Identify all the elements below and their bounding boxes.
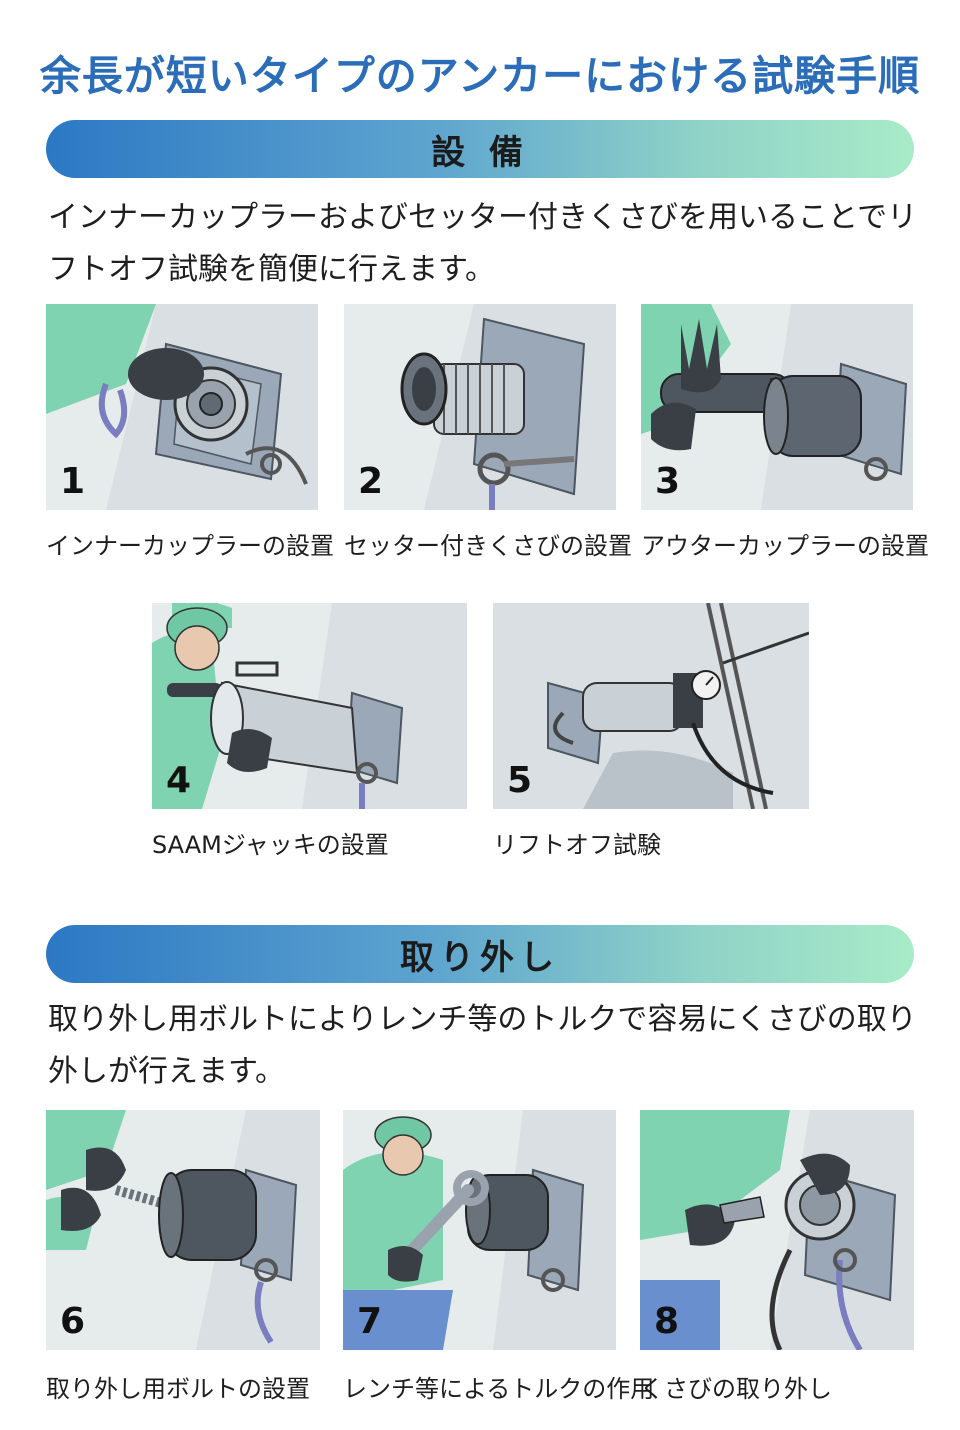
step-panel-2: 2: [344, 304, 616, 510]
section-heading-setup: 設 備: [46, 120, 914, 178]
section-description-setup: インナーカップラーおよびセッター付きくさびを用いることでリフトオフ試験を簡便に行…: [48, 200, 918, 287]
step-caption-1: インナーカップラーの設置: [46, 532, 334, 560]
lift-off-test-illustration: [493, 603, 809, 809]
step-caption-4: SAAMジャッキの設置: [152, 831, 389, 859]
wedge-setter-illustration: [400, 304, 616, 510]
section-heading-label: 設 備: [431, 132, 529, 173]
step-panel-8: 8: [640, 1110, 914, 1350]
step-caption-6: 取り外し用ボルトの設置: [46, 1375, 310, 1403]
section-description-removal: 取り外し用ボルトによりレンチ等のトルクで容易にくさびの取り外しが行えます。: [48, 1002, 917, 1089]
page-title: 余長が短いタイプのアンカーにおける試験手順: [39, 52, 921, 100]
step-number: 1: [60, 461, 86, 502]
inner-coupler-illustration: [46, 304, 318, 510]
step-panel-3: 3: [641, 304, 913, 510]
jack-install-illustration: [152, 603, 467, 809]
step-panel-7: 7: [343, 1110, 616, 1350]
section-heading-removal: 取り外し: [46, 925, 914, 983]
outer-coupler-illustration: [641, 304, 913, 510]
step-panel-1: 1: [46, 304, 318, 510]
step-number: 7: [357, 1301, 383, 1342]
step-number: 8: [654, 1301, 680, 1342]
step-panel-5: 5: [493, 603, 809, 809]
step-number: 4: [166, 760, 192, 801]
step-caption-7: レンチ等によるトルクの作用: [343, 1375, 655, 1403]
step-number: 3: [655, 461, 681, 502]
wrench-torque-illustration: [343, 1110, 616, 1350]
step-panel-6: 6: [46, 1110, 320, 1350]
step-caption-3: アウターカップラーの設置: [641, 532, 929, 560]
step-panel-4: 4: [152, 603, 467, 809]
step-caption-5: リフトオフ試験: [493, 831, 661, 859]
step-number: 5: [507, 760, 533, 801]
step-caption-2: セッター付きくさびの設置: [344, 532, 632, 560]
step-caption-8: くさびの取り外し: [640, 1375, 832, 1403]
removal-bolt-illustration: [46, 1110, 320, 1350]
step-number: 2: [358, 461, 384, 502]
section-heading-label: 取り外し: [400, 937, 560, 978]
step-number: 6: [60, 1301, 86, 1342]
wedge-removal-illustration: [640, 1110, 914, 1350]
